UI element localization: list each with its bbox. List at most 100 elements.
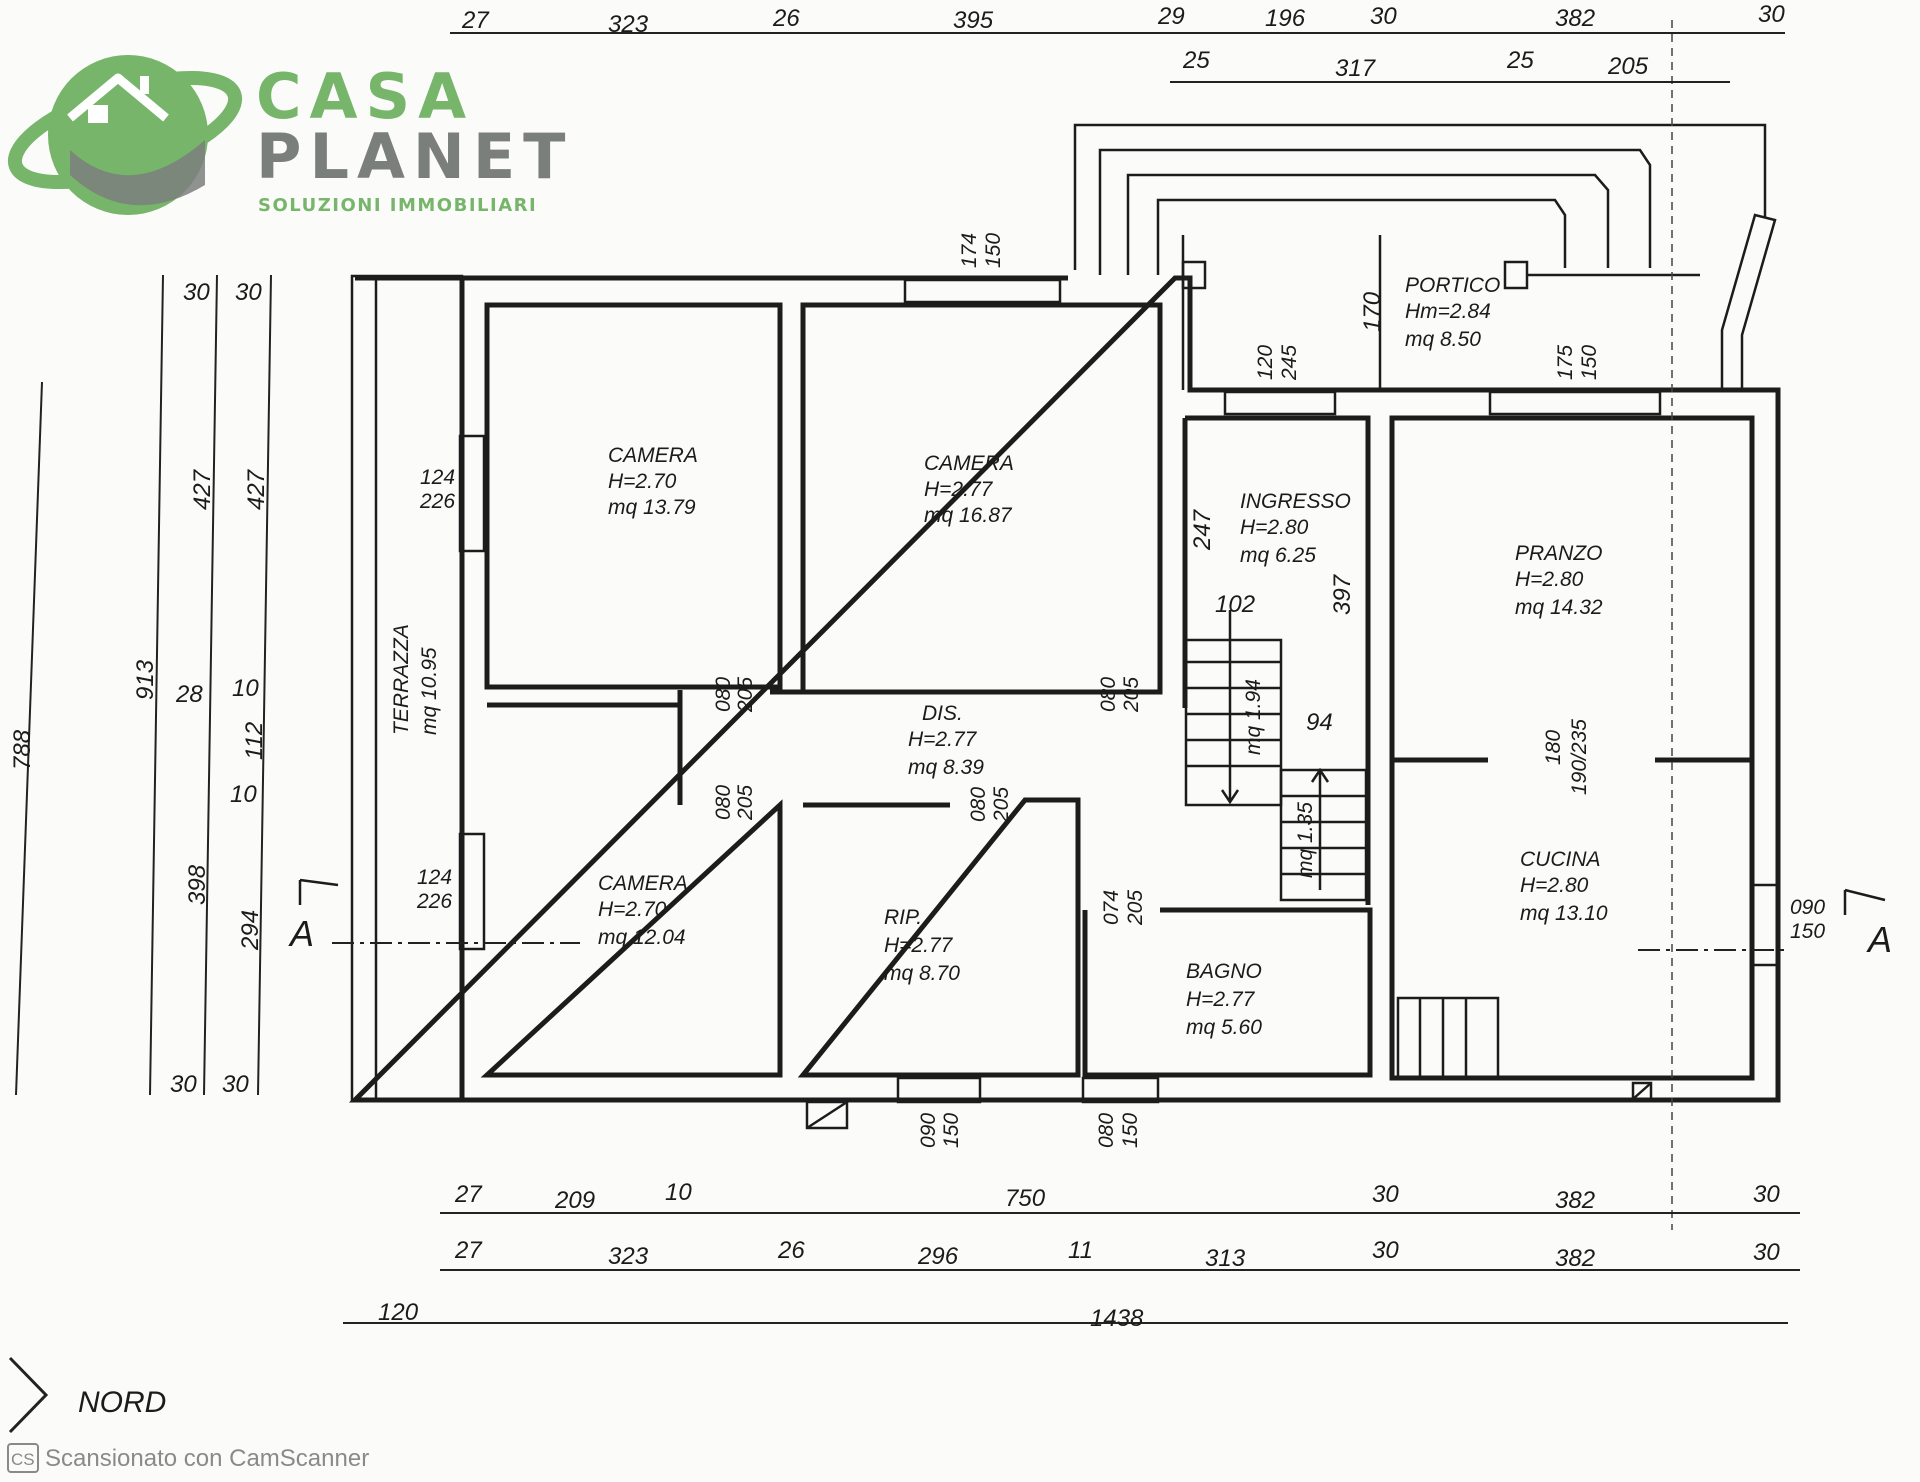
dim-top2-317: 317: [1335, 55, 1377, 82]
label-124a: 124: [420, 466, 455, 489]
room-ingresso: INGRESSO H=2.80 mq 6.25: [1240, 490, 1351, 567]
north-arrow-icon: [8, 1356, 49, 1434]
misc-labels: 170 247 102 397 94 mq 1.94 mq 1.35 A A N…: [78, 291, 1892, 1419]
svg-text:080: 080: [712, 785, 735, 820]
dims-bottom: 27 209 10 750 30 382 30 27 323 26 296 11…: [378, 1179, 1780, 1332]
svg-text:H=2.70: H=2.70: [598, 898, 667, 921]
dim-bot1-209: 209: [554, 1187, 595, 1214]
opening-labels: 174 150 124 226 124 226 080 205 080 205 …: [416, 233, 1825, 1148]
svg-text:H=2.77: H=2.77: [884, 934, 954, 957]
svg-text:120: 120: [1254, 345, 1277, 380]
svg-text:090: 090: [1790, 896, 1825, 919]
room-terrazza: TERRAZZA mq 10.95: [390, 624, 441, 735]
svg-text:205: 205: [734, 677, 757, 713]
north-label: NORD: [78, 1386, 166, 1419]
svg-text:mq 10.95: mq 10.95: [418, 647, 441, 735]
dim-left-c-10b: 10: [230, 781, 257, 808]
room-rip: RIP. H=2.77 mq 8.70: [884, 906, 960, 985]
svg-text:205: 205: [1124, 890, 1147, 926]
dim-bot2-323: 323: [608, 1243, 649, 1270]
svg-text:CAMERA: CAMERA: [924, 452, 1014, 475]
svg-text:205: 205: [734, 785, 757, 821]
section-marker-left: A: [288, 913, 314, 954]
svg-text:mq 8.39: mq 8.39: [908, 756, 984, 779]
label-170: 170: [1359, 291, 1386, 332]
dim-left-c-30: 30: [235, 279, 262, 306]
svg-text:TERRAZZA: TERRAZZA: [390, 624, 413, 735]
svg-text:080: 080: [712, 677, 735, 712]
svg-text:mq 8.50: mq 8.50: [1405, 328, 1481, 351]
camscanner-badge: CS: [11, 1450, 35, 1469]
label-174: 174: [958, 233, 981, 268]
dim-top2-25b: 25: [1506, 47, 1534, 74]
dim-left-913: 913: [132, 659, 159, 700]
label-397: 397: [1329, 573, 1356, 615]
dim-top-382: 382: [1555, 5, 1595, 32]
label-226b: 226: [416, 890, 452, 913]
dim-bot2-11: 11: [1068, 1237, 1093, 1264]
svg-text:180: 180: [1542, 730, 1565, 765]
camscanner-icon: [7, 1443, 39, 1473]
logo-casa-text: CASA: [256, 60, 474, 133]
svg-text:BAGNO: BAGNO: [1186, 960, 1262, 983]
dim-top-30b: 30: [1758, 1, 1785, 28]
svg-text:CAMERA: CAMERA: [598, 872, 688, 895]
dim-bot2-26: 26: [777, 1237, 805, 1264]
label-stair-135: mq 1.35: [1294, 802, 1317, 878]
dim-top-323: 323: [608, 11, 649, 38]
svg-text:mq 12.04: mq 12.04: [598, 926, 686, 949]
svg-text:205: 205: [1120, 677, 1143, 713]
svg-text:H=2.77: H=2.77: [924, 478, 994, 501]
label-124b: 124: [417, 866, 452, 889]
dim-bot1-27: 27: [454, 1181, 483, 1208]
label-150: 150: [982, 233, 1005, 268]
svg-text:mq 13.79: mq 13.79: [608, 496, 696, 519]
svg-text:175: 175: [1554, 345, 1577, 380]
svg-text:H=2.77: H=2.77: [1186, 988, 1256, 1011]
window-cucina: [1751, 883, 1779, 967]
dim-left-788: 788: [9, 729, 36, 770]
svg-text:mq 6.25: mq 6.25: [1240, 544, 1316, 567]
dim-bot2-30: 30: [1372, 1237, 1399, 1264]
room-camera1: CAMERA H=2.70 mq 13.79: [608, 444, 698, 519]
svg-text:080: 080: [1097, 677, 1120, 712]
dim-top-26: 26: [772, 5, 800, 32]
camera2-walls: [800, 302, 1163, 695]
dimension-lines: [15, 32, 1800, 1324]
svg-text:150: 150: [1790, 920, 1825, 943]
label-stair-194: mq 1.94: [1242, 679, 1265, 755]
svg-text:H=2.80: H=2.80: [1515, 568, 1584, 591]
walls: [8, 20, 1886, 1434]
dim-bot1-10: 10: [665, 1179, 692, 1206]
dims-left: 788 913 30 427 28 398 30 30 427 10 112 1…: [9, 279, 270, 1098]
svg-text:H=2.80: H=2.80: [1240, 516, 1309, 539]
dim-left-b-30: 30: [183, 279, 210, 306]
dim-bot2-296: 296: [917, 1243, 959, 1270]
svg-text:080: 080: [1095, 1113, 1118, 1148]
svg-text:PORTICO: PORTICO: [1405, 274, 1500, 297]
label-94: 94: [1306, 709, 1333, 736]
dim-bot2-30b: 30: [1753, 1239, 1780, 1266]
dim-left-b-427: 427: [189, 468, 216, 510]
room-cucina: CUCINA H=2.80 mq 13.10: [1520, 848, 1608, 925]
casa-planet-logo: CASA PLANET SOLUZIONI IMMOBILIARI: [7, 55, 565, 216]
dim-bot1-30b: 30: [1753, 1181, 1780, 1208]
svg-text:mq 13.10: mq 13.10: [1520, 902, 1608, 925]
bagno-walls: [1082, 907, 1373, 1078]
dim-bot1-382: 382: [1555, 1187, 1595, 1214]
svg-text:mq 14.32: mq 14.32: [1515, 596, 1603, 619]
dim-bot1-30: 30: [1372, 1181, 1399, 1208]
dim-top-196: 196: [1265, 5, 1306, 32]
room-dis: DIS. H=2.77 mq 8.39: [908, 702, 984, 779]
window-bagno: [1081, 1076, 1160, 1104]
dim-bot1-750: 750: [1005, 1185, 1046, 1212]
dim-top2-205: 205: [1607, 53, 1649, 80]
room-pranzo: PRANZO H=2.80 mq 14.32: [1515, 542, 1603, 619]
dim-bot3-120: 120: [378, 1299, 419, 1326]
svg-text:090: 090: [917, 1113, 940, 1148]
dim-top-29: 29: [1157, 3, 1185, 30]
svg-text:mq 8.70: mq 8.70: [884, 962, 960, 985]
dim-top-395: 395: [953, 7, 994, 34]
camera1-walls: [484, 302, 783, 690]
